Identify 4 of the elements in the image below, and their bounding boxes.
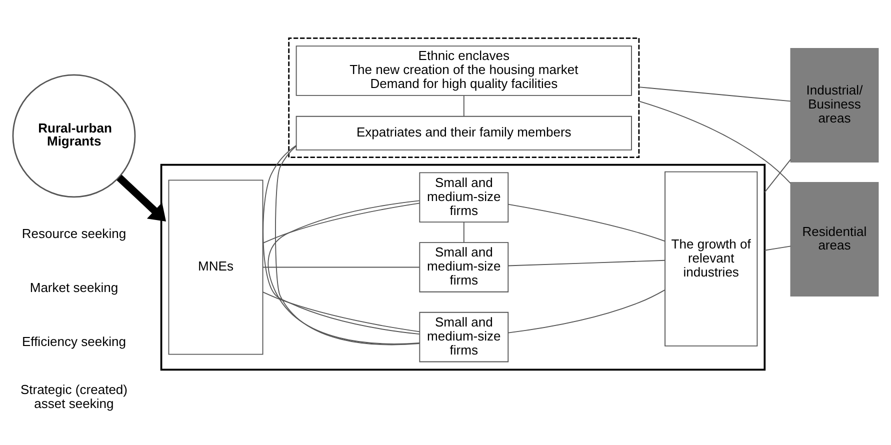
label: Resource seeking	[22, 226, 126, 241]
label: Efficiency seeking	[22, 334, 126, 349]
label: Strategic (created) asset seeking	[20, 382, 128, 411]
label: Market seeking	[30, 280, 118, 295]
